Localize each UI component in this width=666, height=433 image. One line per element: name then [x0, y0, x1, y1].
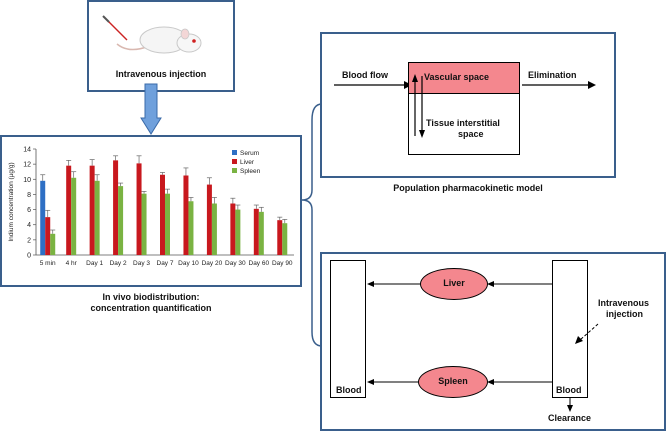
bar-liver — [89, 165, 95, 255]
tissue-space-label-line2: space — [458, 129, 484, 139]
organ-clearance-panel: Blood Blood Liver Spleen Intravenous inj… — [320, 252, 666, 431]
bar-liver — [253, 208, 259, 255]
injection-panel: Intravenous injection — [87, 0, 235, 92]
y-axis-label: Indium concentration (µg/g) — [8, 162, 15, 241]
y-tick-label: 10 — [23, 177, 31, 184]
bar-liver — [45, 217, 51, 255]
bar-liver — [160, 174, 165, 255]
bar-liver — [183, 175, 189, 255]
bar-spleen — [211, 203, 217, 255]
bar-spleen — [188, 201, 194, 255]
x-tick-label: Day 3 — [133, 260, 150, 267]
legend-label-serum: Serum — [240, 150, 259, 157]
bar-spleen — [94, 180, 100, 255]
bar-spleen — [165, 193, 170, 255]
x-tick-label: Day 1 — [86, 260, 103, 267]
blood-right-label: Blood — [556, 385, 582, 395]
blood-flow-arrow — [334, 81, 412, 89]
bar-liver — [113, 160, 119, 255]
x-tick-label: Day 20 — [202, 260, 223, 267]
legend-swatch-liver — [232, 159, 237, 164]
blood-left-label: Blood — [336, 385, 362, 395]
bar-spleen — [141, 193, 147, 255]
organ-flow-arrows — [367, 281, 599, 412]
down-arrow-icon — [140, 83, 162, 135]
y-tick-label: 8 — [27, 192, 31, 199]
x-tick-label: 4 hr — [66, 260, 78, 267]
y-tick-label: 0 — [27, 253, 31, 260]
mouse-icon — [102, 15, 202, 54]
x-tick-label: Day 90 — [272, 260, 293, 267]
blood-column-right — [552, 260, 588, 398]
clearance-label: Clearance — [548, 413, 592, 423]
x-tick-label: Day 7 — [157, 260, 174, 267]
chart-caption-line1: In vivo biodistribution: — [102, 292, 200, 302]
x-tick-label: Day 30 — [225, 260, 246, 267]
y-tick-label: 6 — [27, 207, 31, 214]
legend-label-spleen: Spleen — [240, 168, 261, 175]
tissue-space-label-line1: Tissue interstitial — [426, 118, 500, 128]
bar-liver — [230, 203, 236, 255]
bar-spleen — [235, 209, 241, 255]
exchange-arrows — [412, 74, 425, 138]
spleen-label: Spleen — [438, 376, 468, 386]
iv-injection-label-line1: Intravenous — [598, 298, 650, 308]
x-tick-label: 5 min — [40, 260, 56, 267]
y-tick-label: 2 — [27, 237, 31, 244]
bar-spleen — [258, 211, 264, 255]
spleen-node — [418, 366, 488, 398]
bar-liver — [277, 220, 283, 255]
pk-model-panel: Blood flow Vascular space Tissue interst… — [320, 32, 616, 178]
bar-liver — [136, 163, 142, 255]
bar-liver — [206, 184, 212, 255]
liver-label: Liver — [443, 278, 465, 288]
x-tick-label: Day 10 — [178, 260, 199, 267]
bar-spleen — [118, 186, 124, 255]
liver-node — [420, 268, 488, 300]
tissue-space-box — [408, 93, 520, 155]
y-tick-label: 12 — [23, 162, 31, 169]
injection-caption: Intravenous injection — [115, 69, 207, 79]
legend-swatch-spleen — [232, 168, 237, 173]
x-tick-label: Day 60 — [249, 260, 270, 267]
legend-label-liver: Liver — [240, 159, 255, 166]
bar-liver — [66, 165, 72, 255]
legend-swatch-serum — [232, 150, 237, 155]
bar-serum — [40, 180, 46, 255]
chart-caption-line2: concentration quantification — [90, 303, 212, 313]
y-tick-label: 4 — [27, 222, 31, 229]
pk-model-caption: Population pharmacokinetic model — [393, 183, 543, 193]
blood-flow-label: Blood flow — [342, 70, 388, 80]
vascular-space-box — [408, 62, 520, 94]
blood-column-left — [330, 260, 366, 398]
elimination-arrow — [522, 81, 596, 89]
y-tick-label: 14 — [23, 147, 31, 154]
x-tick-label: Day 2 — [110, 260, 127, 267]
bar-spleen — [71, 177, 77, 255]
bracket-connector — [301, 103, 323, 347]
bar-spleen — [282, 223, 288, 255]
vascular-space-label: Vascular space — [424, 72, 490, 82]
elimination-label: Elimination — [528, 70, 577, 80]
bar-spleen — [50, 233, 56, 255]
iv-injection-label-line2: injection — [606, 309, 644, 319]
